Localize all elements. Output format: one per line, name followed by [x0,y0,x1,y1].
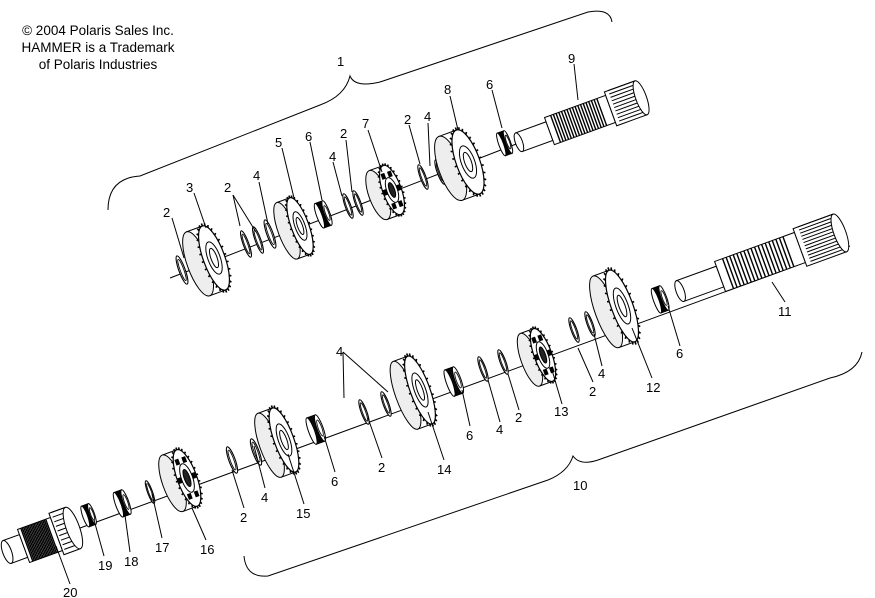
callout-numbers: 1 2 3 2 4 5 6 4 2 7 2 4 8 6 9 11 6 12 4 … [63,51,792,598]
lower-assembly-bracket [243,351,863,577]
callout-part-5: 5 [275,135,282,150]
gear-part-15 [254,405,302,478]
bearing-part-19 [80,503,97,528]
callout-part-14: 14 [437,462,451,477]
callout-part-4: 4 [253,168,260,183]
gear-part-14 [389,353,438,430]
ring-part-2 [358,399,370,425]
callout-part-4: 4 [424,109,431,124]
ring-part-4 [342,193,354,219]
callout-part-6: 6 [305,129,312,144]
gear-part-8 [434,127,487,202]
callout-part-6: 6 [676,346,683,361]
shaft-part-20 [0,506,84,564]
callout-part-13: 13 [554,404,568,419]
callout-part-4: 4 [261,490,268,505]
callout-part-2: 2 [340,126,347,141]
callout-part-2: 2 [515,410,522,425]
ring-part-2 [175,255,189,285]
dog-part-13 [516,326,558,387]
trademark-owner-line: of Polaris Industries [38,57,158,72]
callout-assembly-1: 1 [337,54,344,69]
callout-part-20: 20 [63,585,77,598]
shaft-part-9 [513,80,650,153]
callout-part-7: 7 [362,116,369,131]
trademark-line: HAMMER is a Trademark [21,40,175,55]
callout-part-8: 8 [444,82,451,97]
callout-part-18: 18 [124,554,138,569]
callout-part-2: 2 [589,384,596,399]
callout-part-19: 19 [98,558,112,573]
callout-part-4: 4 [336,344,343,359]
shaft-part-11 [674,213,850,303]
bearing-part-6 [443,366,465,397]
callout-part-11: 11 [778,304,792,319]
callout-part-2: 2 [163,205,170,220]
ring-part-2 [225,446,239,474]
callout-part-9: 9 [568,51,575,66]
gear-part-5 [273,195,316,260]
callout-part-16: 16 [200,542,214,557]
bearing-part-6 [313,200,333,229]
ring-part-2 [251,226,265,254]
parts-layer [0,80,850,564]
gear-part-12 [589,267,642,349]
callout-part-6: 6 [331,474,338,489]
ring-part-2 [352,190,364,216]
callout-part-17: 17 [155,540,169,555]
callout-part-2: 2 [224,180,231,195]
callout-part-3: 3 [186,180,193,195]
ring-part-4 [584,311,596,337]
ring-part-4 [477,356,489,382]
copyright-notice: © 2004 Polaris Sales Inc. HAMMER is a Tr… [4,22,192,73]
bearing-part-6 [496,130,514,157]
ring-part-17 [144,480,156,504]
assembly-axis-lines [19,99,851,551]
callout-part-4: 4 [329,149,336,164]
callout-assembly-10: 10 [573,478,587,493]
callout-part-2: 2 [404,112,411,127]
dog-part-16 [158,447,204,513]
bearing-part-6 [305,414,327,445]
callout-part-4: 4 [598,366,605,381]
ring-part-4 [263,219,277,249]
upper-assembly-bracket [107,10,613,211]
ring-part-2 [417,164,429,190]
callout-part-6: 6 [466,428,473,443]
callout-part-2: 2 [378,460,385,475]
callout-part-15: 15 [296,506,310,521]
bearing-part-18 [112,489,132,518]
ring-part-2 [239,230,253,258]
copyright-line: © 2004 Polaris Sales Inc. [22,23,174,38]
callout-part-6: 6 [486,77,493,92]
bearing-part-6 [650,285,670,314]
callout-part-2: 2 [240,510,247,525]
callout-part-12: 12 [646,380,660,395]
dog-part-7 [365,163,407,221]
leader-lines [55,63,786,585]
callout-part-4: 4 [496,422,503,437]
ring-part-2 [568,317,580,343]
gear-part-3 [182,223,232,297]
ring-part-4 [380,391,392,417]
ring-part-2 [497,349,509,375]
